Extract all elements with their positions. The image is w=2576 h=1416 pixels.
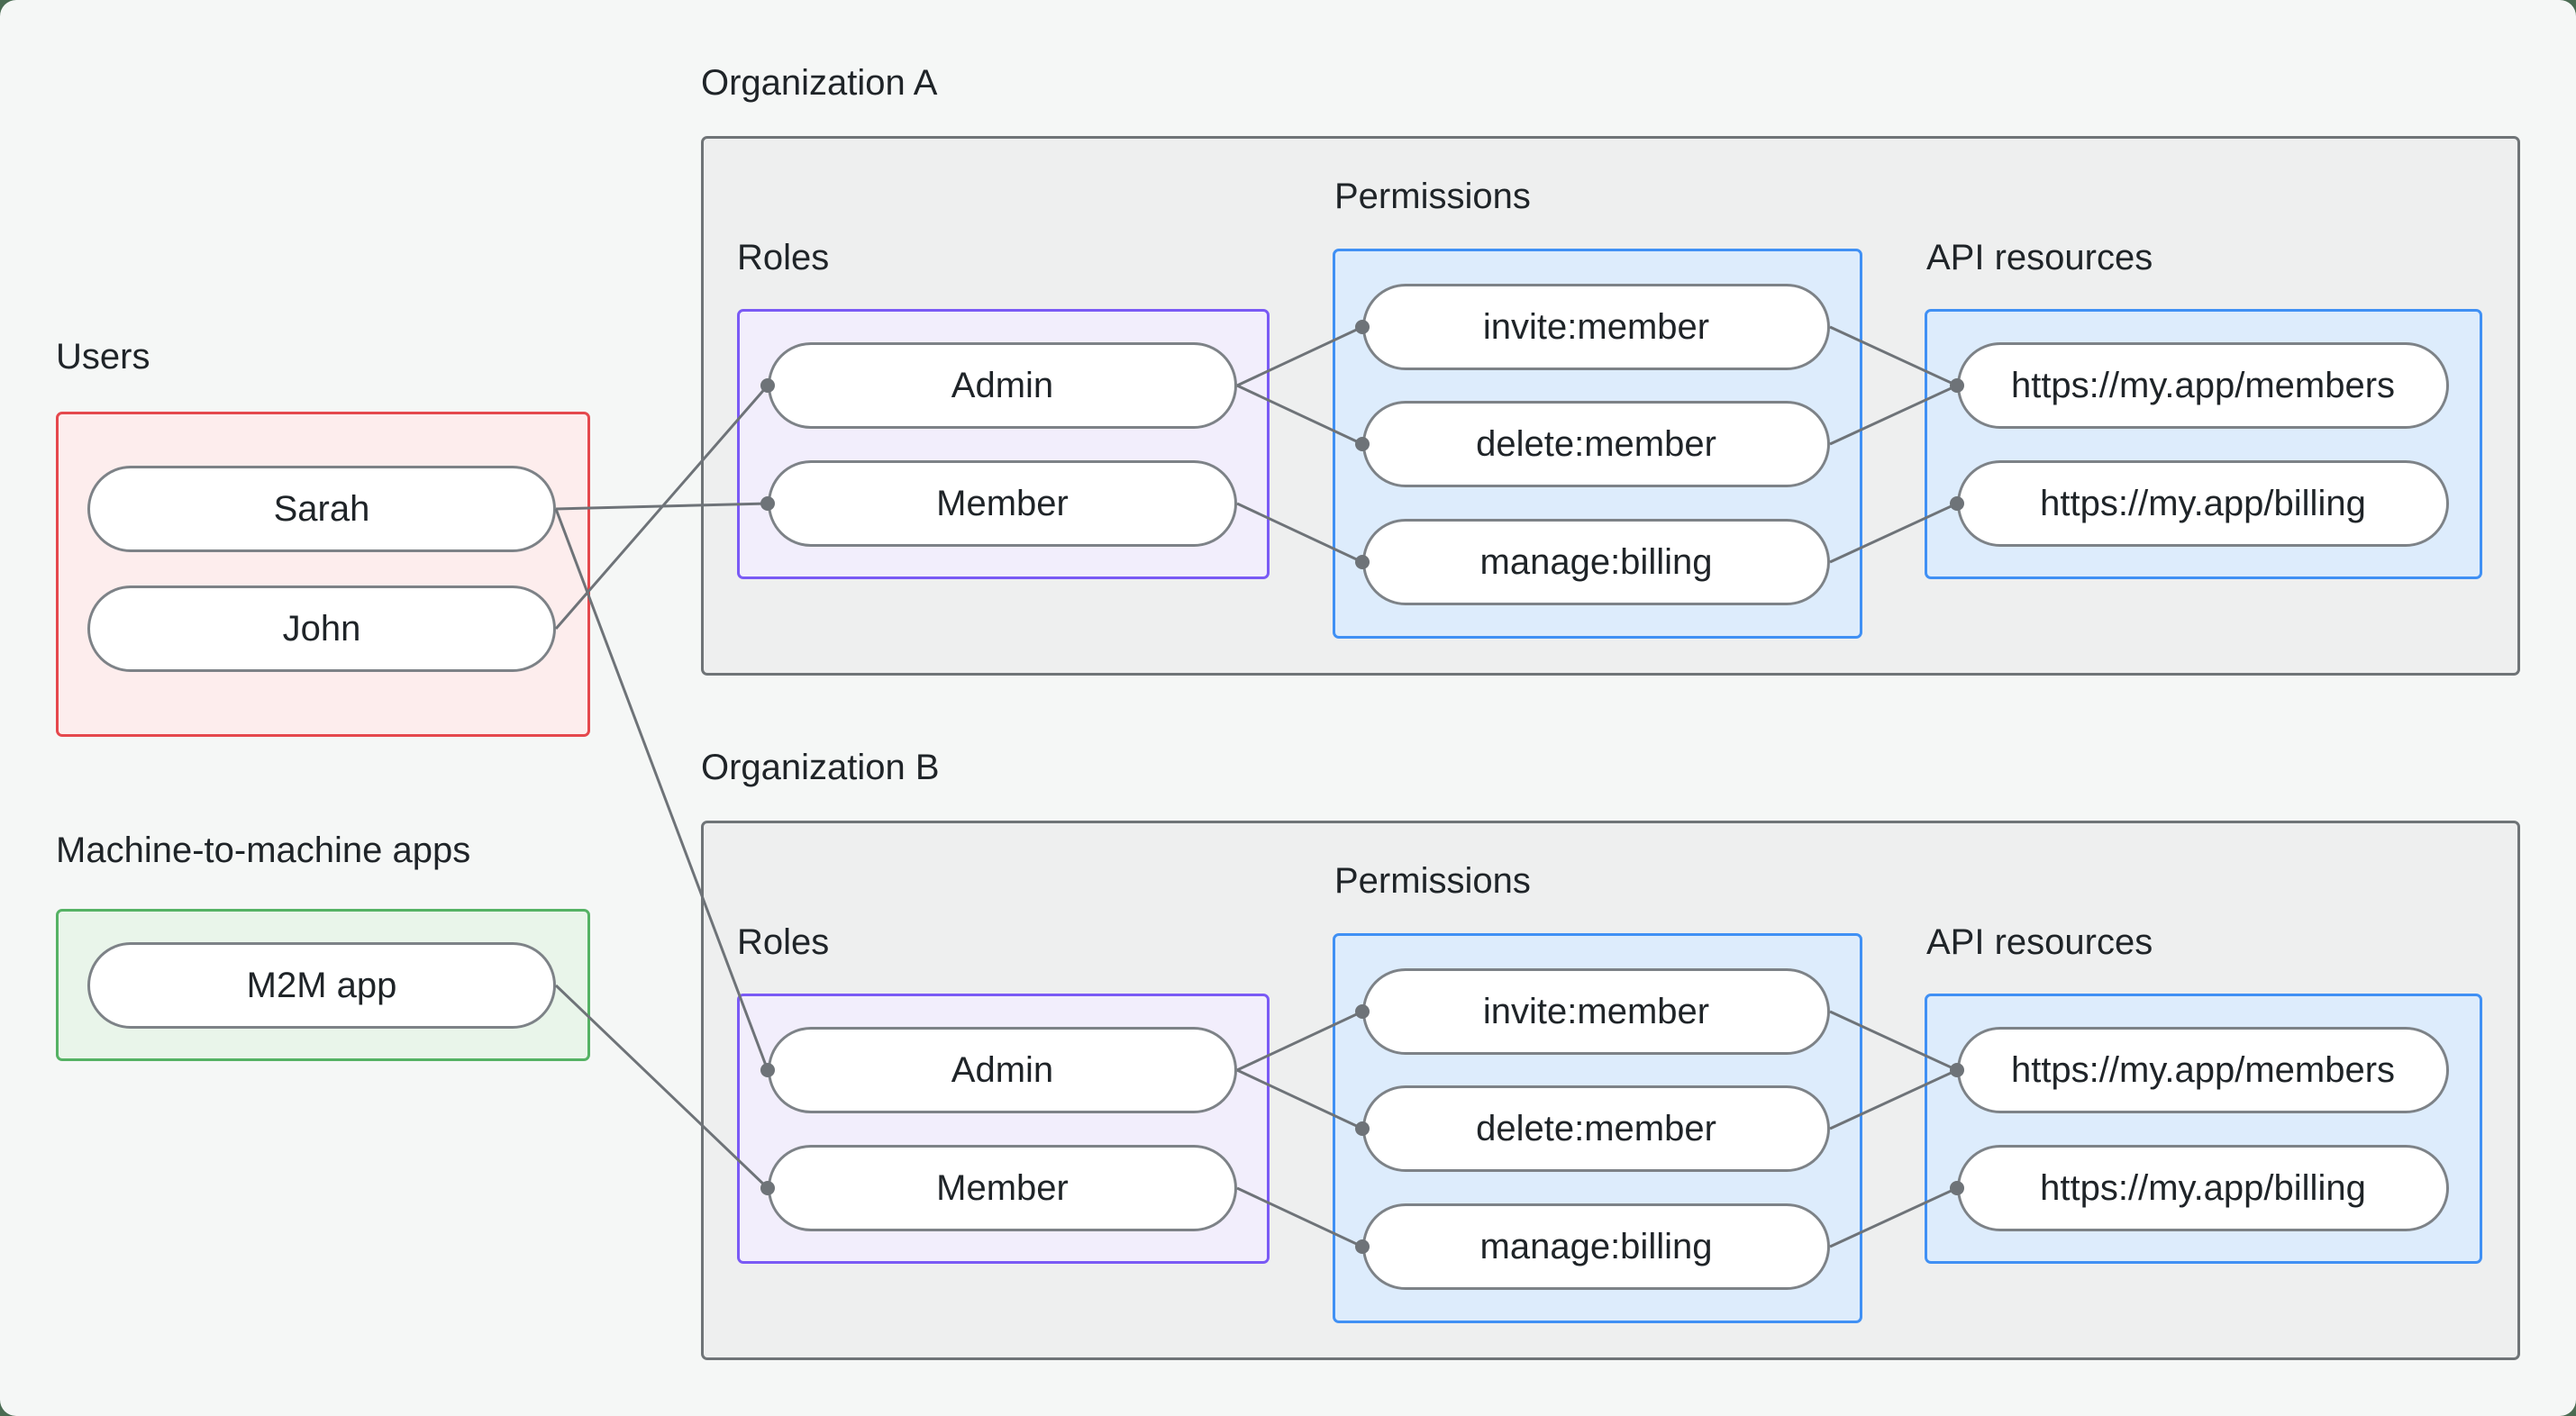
node-org-a-perm-delete-member: delete:member bbox=[1362, 401, 1830, 487]
org-b-permissions-label: Permissions bbox=[1334, 861, 1531, 901]
node-org-b-perm-manage-billing: manage:billing bbox=[1362, 1203, 1830, 1290]
org-b-roles-label: Roles bbox=[737, 922, 830, 962]
org-a-api-label: API resources bbox=[1926, 238, 2153, 277]
users-label: Users bbox=[56, 337, 150, 377]
node-user-john: John bbox=[87, 585, 556, 672]
node-org-b-role-admin: Admin bbox=[768, 1027, 1237, 1113]
node-org-b-api-billing: https://my.app/billing bbox=[1957, 1145, 2449, 1231]
org-b-api-label: API resources bbox=[1926, 922, 2153, 962]
users-group-box bbox=[56, 412, 590, 737]
node-org-b-api-members: https://my.app/members bbox=[1957, 1027, 2449, 1113]
org-a-roles-label: Roles bbox=[737, 238, 830, 277]
node-org-b-perm-invite-member: invite:member bbox=[1362, 968, 1830, 1055]
node-org-a-perm-invite-member: invite:member bbox=[1362, 284, 1830, 370]
node-user-sarah: Sarah bbox=[87, 466, 556, 552]
org-b-title: Organization B bbox=[701, 748, 940, 787]
node-m2m-app: M2M app bbox=[87, 942, 556, 1029]
m2m-label: Machine-to-machine apps bbox=[56, 831, 471, 870]
org-a-permissions-label: Permissions bbox=[1334, 177, 1531, 216]
node-org-a-perm-manage-billing: manage:billing bbox=[1362, 519, 1830, 605]
org-a-title: Organization A bbox=[701, 63, 938, 103]
node-org-b-role-member: Member bbox=[768, 1145, 1237, 1231]
node-org-a-api-members: https://my.app/members bbox=[1957, 342, 2449, 429]
node-org-a-role-member: Member bbox=[768, 460, 1237, 547]
node-org-b-perm-delete-member: delete:member bbox=[1362, 1085, 1830, 1172]
node-org-a-api-billing: https://my.app/billing bbox=[1957, 460, 2449, 547]
node-org-a-role-admin: Admin bbox=[768, 342, 1237, 429]
